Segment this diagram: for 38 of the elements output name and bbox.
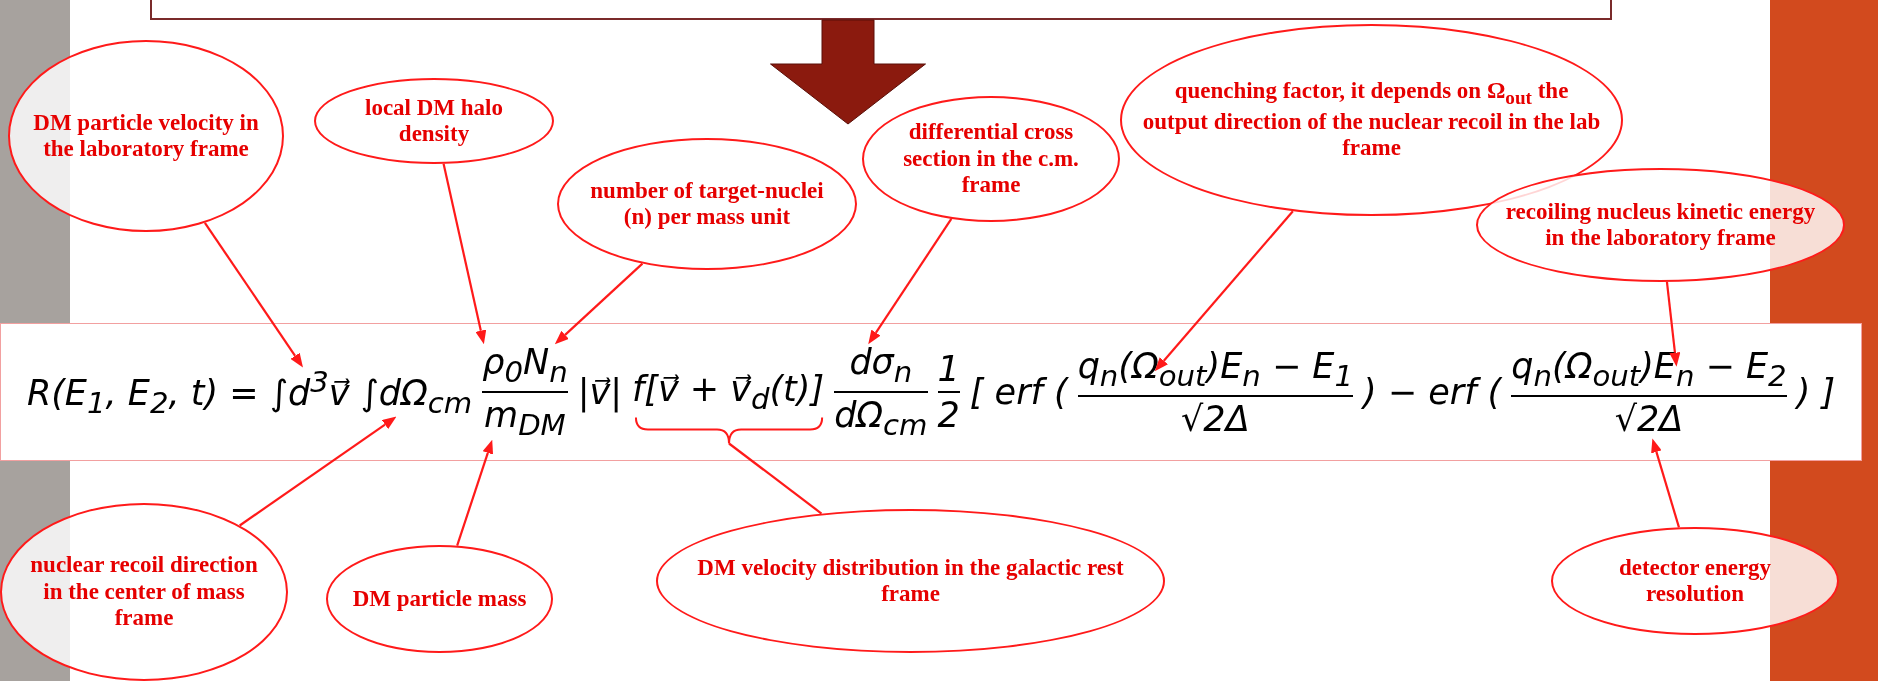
callout-text: local DM halo density bbox=[364, 94, 504, 148]
equation-term: R(E$_{1}$, E$_{2}$, t) = ∫d$^{3}$v⃗ ∫dΩ$_{cm}$ bbox=[26, 364, 473, 420]
equation-term: √2Δ bbox=[1181, 398, 1250, 439]
equation-band bbox=[0, 323, 1862, 461]
callout-text: differential cross section in the c.m. frame bbox=[902, 119, 1080, 199]
equation-term: dσ$_{n}$ bbox=[849, 342, 913, 389]
equation-term: f[v⃗ + v⃗$_{d}$(t)] bbox=[631, 368, 825, 416]
callout-text: number of target-nuclei (n) per mass unit bbox=[589, 177, 825, 231]
callout-text: nuclear recoil direction in the center of mass frame bbox=[29, 552, 259, 632]
equation-term: √2Δ bbox=[1614, 398, 1684, 439]
arrow bbox=[456, 442, 494, 546]
callout-text: DM particle velocity in the laboratory frame bbox=[32, 109, 260, 163]
equation-term: [ erf ( bbox=[969, 372, 1068, 412]
arrow bbox=[1665, 281, 1681, 364]
callout-text: detector energy resolution bbox=[1617, 554, 1773, 608]
arrow bbox=[203, 222, 302, 365]
arrow bbox=[557, 262, 644, 343]
equation-term: q$_{n}$(Ω$_{out}$)E$_{n}$ − E$_{2}$ bbox=[1511, 345, 1787, 393]
callout-text: recoiling nucleus kinetic energy in the laboratory frame bbox=[1504, 198, 1817, 252]
callout-text: DM velocity distribution in the galactic rest frame bbox=[696, 554, 1125, 608]
equation-term: ) ] bbox=[1796, 372, 1836, 412]
leader-line bbox=[728, 442, 823, 515]
callout-text: quenching factor, it depends on Ω$_{out}$ the output direction of the nuclear recoil in the lab frame bbox=[1141, 78, 1602, 162]
equation-term: |v⃗| bbox=[577, 372, 622, 412]
arrow bbox=[1156, 210, 1294, 370]
equation-term: ) − erf ( bbox=[1363, 372, 1502, 412]
equation-term: m$_{DM}$ bbox=[484, 395, 566, 442]
block-arrow bbox=[770, 19, 926, 125]
arrow bbox=[239, 418, 394, 527]
equation-term: dΩ$_{cm}$ bbox=[834, 395, 928, 442]
equation-term: ρ$_{0}$N$_{n}$ bbox=[482, 342, 568, 389]
callout-text: DM particle mass bbox=[352, 585, 527, 613]
arrow bbox=[869, 218, 953, 342]
equation-term: q$_{n}$(Ω$_{out}$)E$_{n}$ − E$_{1}$ bbox=[1077, 345, 1353, 393]
equation-term: 2 bbox=[937, 395, 960, 435]
arrow bbox=[1651, 441, 1680, 528]
equation-term: 1 bbox=[937, 349, 960, 389]
arrow bbox=[442, 163, 487, 342]
